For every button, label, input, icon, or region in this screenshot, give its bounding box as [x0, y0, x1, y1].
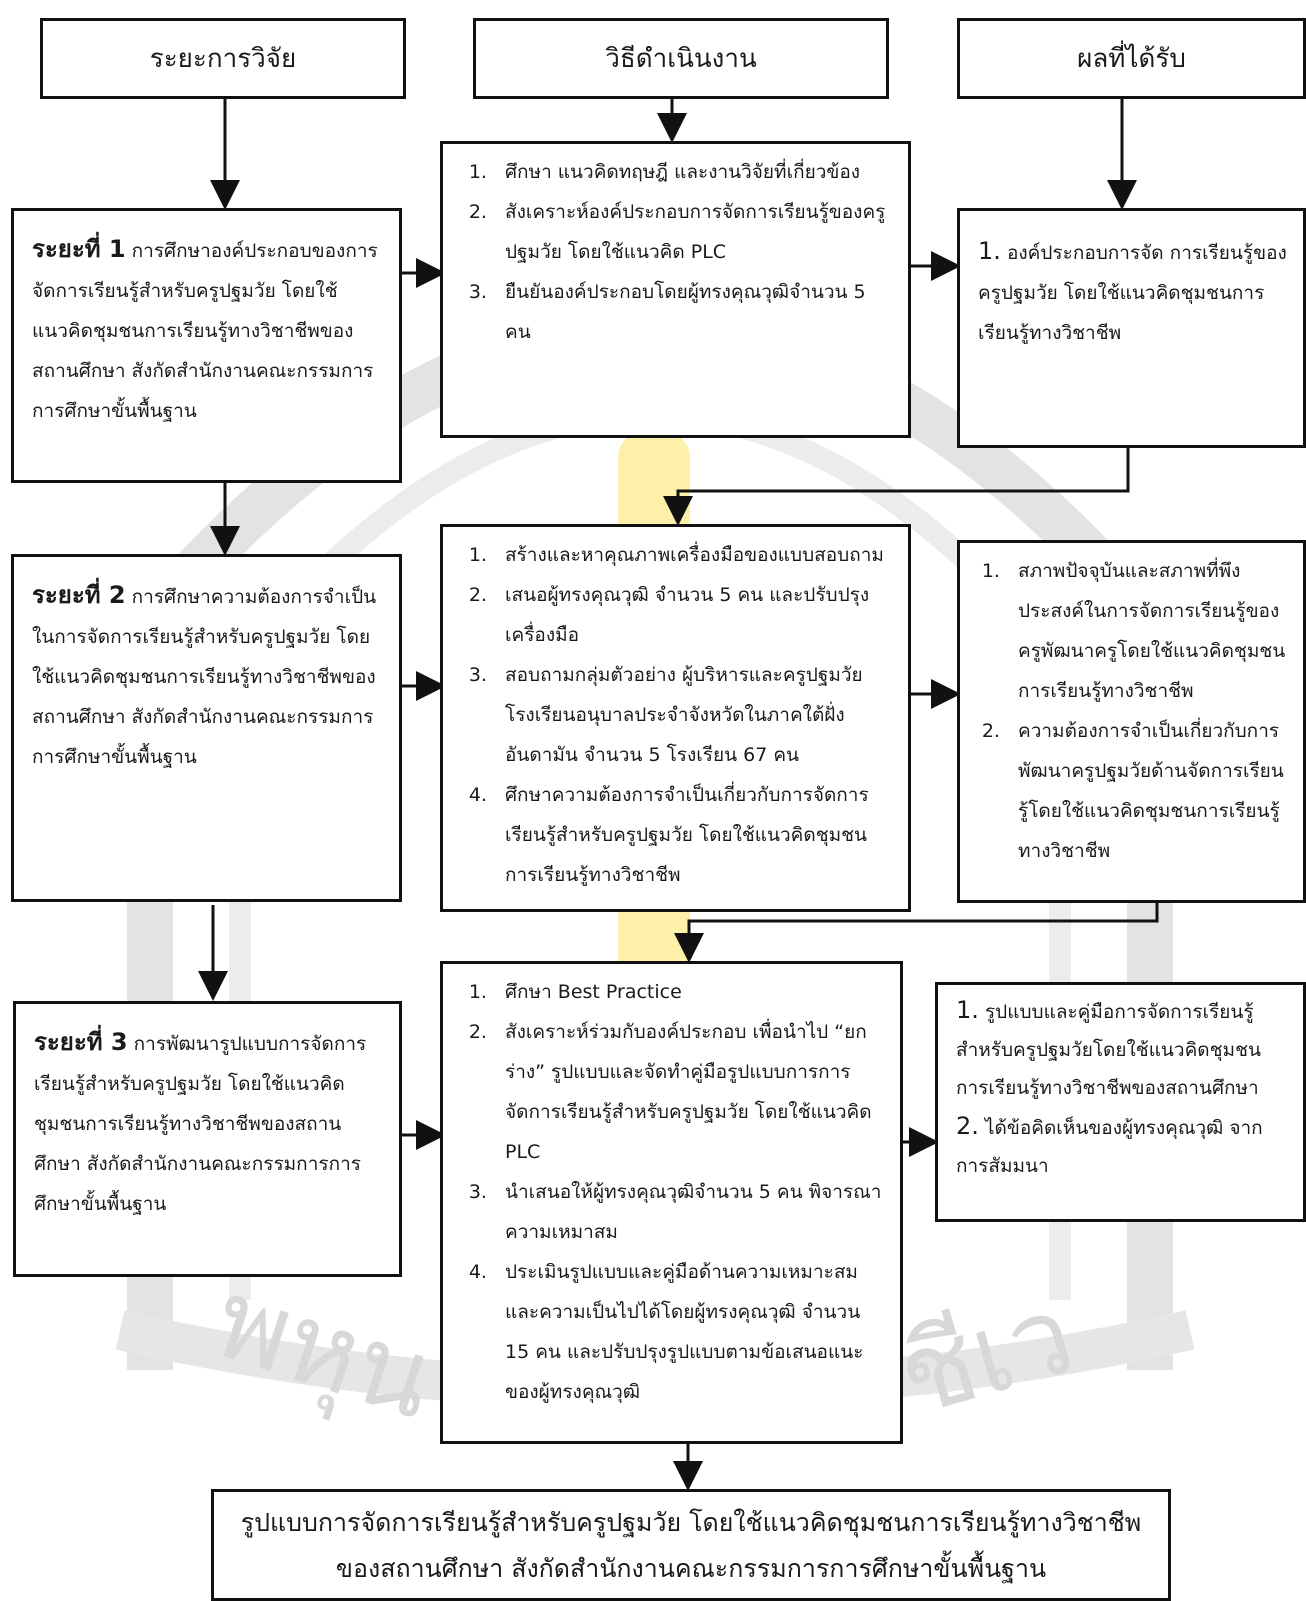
- result-3-item-2-num: 2.: [956, 1112, 979, 1140]
- method-2-box: สร้างและหาคุณภาพเครื่องมือของแบบสอบถาม เ…: [440, 524, 911, 912]
- method-1-step-2: สังเคราะห์องค์ประกอบการจัดการเรียนรู้ของ…: [493, 192, 894, 272]
- header-phase-label: ระยะการวิจัย: [149, 44, 297, 74]
- method-1-step-1: ศึกษา แนวคิดทฤษฎี และงานวิจัยที่เกี่ยวข้…: [493, 152, 894, 192]
- header-phase: ระยะการวิจัย: [40, 18, 406, 99]
- method-3-step-1: ศึกษา Best Practice: [493, 972, 886, 1012]
- result-3-item-1: 1. รูปแบบและคู่มือการจัดการเรียนรู้สำหรั…: [956, 991, 1291, 1107]
- method-1-step-3: ยืนยันองค์ประกอบโดยผู้ทรงคุณวุฒิจำนวน 5 …: [493, 272, 894, 352]
- phase-3-box: ระยะที่ 3 การพัฒนารูปแบบการจัดการเรียนรู…: [13, 1001, 402, 1277]
- result-1-item-1-text: องค์ประกอบการจัด การเรียนรู้ของครูปฐมวัย…: [978, 242, 1287, 344]
- method-1-box: ศึกษา แนวคิดทฤษฎี และงานวิจัยที่เกี่ยวข้…: [440, 141, 911, 438]
- svg-text:พหุน: พหุน: [199, 1254, 449, 1447]
- result-3-item-2: 2. ได้ข้อคิดเห็นของผู้ทรงคุณวุฒิ จากการส…: [956, 1107, 1291, 1185]
- method-3-step-4: ประเมินรูปแบบและคู่มือด้านความเหมาะสมและ…: [493, 1252, 886, 1412]
- phase-3-label: ระยะที่ 3: [34, 1028, 128, 1056]
- result-2-box: สภาพปัจจุบันและสภาพที่พึงประสงค์ในการจัด…: [957, 540, 1306, 903]
- method-1-list: ศึกษา แนวคิดทฤษฎี และงานวิจัยที่เกี่ยวข้…: [443, 144, 908, 352]
- method-3-list: ศึกษา Best Practice สังเคราะห์ร่วมกับองค…: [443, 964, 900, 1412]
- svg-text:ชีเว: ชีเว: [885, 1270, 1088, 1441]
- result-2-list: สภาพปัจจุบันและสภาพที่พึงประสงค์ในการจัด…: [960, 543, 1303, 871]
- result-1-box: 1. องค์ประกอบการจัด การเรียนรู้ของครูปฐม…: [957, 208, 1306, 448]
- result-2-item-2: ความต้องการจำเป็นเกี่ยวกับการพัฒนาครูปฐม…: [1006, 711, 1289, 871]
- final-outcome-box: รูปแบบการจัดการเรียนรู้สำหรับครูปฐมวัย โ…: [211, 1489, 1171, 1601]
- header-method-label: วิธีดำเนินงาน: [605, 44, 757, 74]
- final-line-1: รูปแบบการจัดการเรียนรู้สำหรับครูปฐมวัย โ…: [240, 1508, 1142, 1537]
- phase-1-box: ระยะที่ 1 การศึกษาองค์ประกอบของการจัดการ…: [11, 208, 402, 483]
- result-3-item-2-text: ได้ข้อคิดเห็นของผู้ทรงคุณวุฒิ จากการสัมม…: [956, 1117, 1263, 1177]
- result-3-item-1-text: รูปแบบและคู่มือการจัดการเรียนรู้สำหรับคร…: [956, 1001, 1261, 1099]
- final-line-2: ของสถานศึกษา สังกัดสำนักงานคณะกรรมการการ…: [335, 1554, 1047, 1583]
- result-3-box: 1. รูปแบบและคู่มือการจัดการเรียนรู้สำหรั…: [935, 982, 1306, 1222]
- method-2-step-3: สอบถามกลุ่มตัวอย่าง ผู้บริหารและครูปฐมวั…: [493, 655, 894, 775]
- phase-3-text: การพัฒนารูปแบบการจัดการเรียนรู้สำหรับครู…: [34, 1033, 367, 1215]
- header-method: วิธีดำเนินงาน: [473, 18, 889, 99]
- method-2-list: สร้างและหาคุณภาพเครื่องมือของแบบสอบถาม เ…: [443, 527, 908, 895]
- method-2-step-4: ศึกษาความต้องการจำเป็นเกี่ยวกับการจัดการ…: [493, 775, 894, 895]
- phase-2-label: ระยะที่ 2: [32, 581, 126, 609]
- phase-2-box: ระยะที่ 2 การศึกษาความต้องการจำเป็นในการ…: [11, 554, 402, 902]
- result-1-item-1-num: 1.: [978, 237, 1001, 265]
- method-3-step-2: สังเคราะห์ร่วมกับองค์ประกอบ เพื่อนำไป “ย…: [493, 1012, 886, 1172]
- method-2-step-2: เสนอผู้ทรงคุณวุฒิ จำนวน 5 คน และปรับปรุง…: [493, 575, 894, 655]
- phase-1-label: ระยะที่ 1: [32, 235, 126, 263]
- result-2-item-1: สภาพปัจจุบันและสภาพที่พึงประสงค์ในการจัด…: [1006, 551, 1289, 711]
- phase-2-text: การศึกษาความต้องการจำเป็นในการจัดการเรีย…: [32, 586, 377, 768]
- method-2-step-1: สร้างและหาคุณภาพเครื่องมือของแบบสอบถาม: [493, 535, 894, 575]
- header-result: ผลที่ได้รับ: [957, 18, 1306, 99]
- header-result-label: ผลที่ได้รับ: [1077, 44, 1186, 74]
- method-3-step-3: นำเสนอให้ผู้ทรงคุณวุฒิจำนวน 5 คน พิจารณา…: [493, 1172, 886, 1252]
- result-3-item-1-num: 1.: [956, 996, 979, 1024]
- phase-1-text: การศึกษาองค์ประกอบของการจัดการเรียนรู้สำ…: [32, 240, 378, 422]
- method-3-box: ศึกษา Best Practice สังเคราะห์ร่วมกับองค…: [440, 961, 903, 1444]
